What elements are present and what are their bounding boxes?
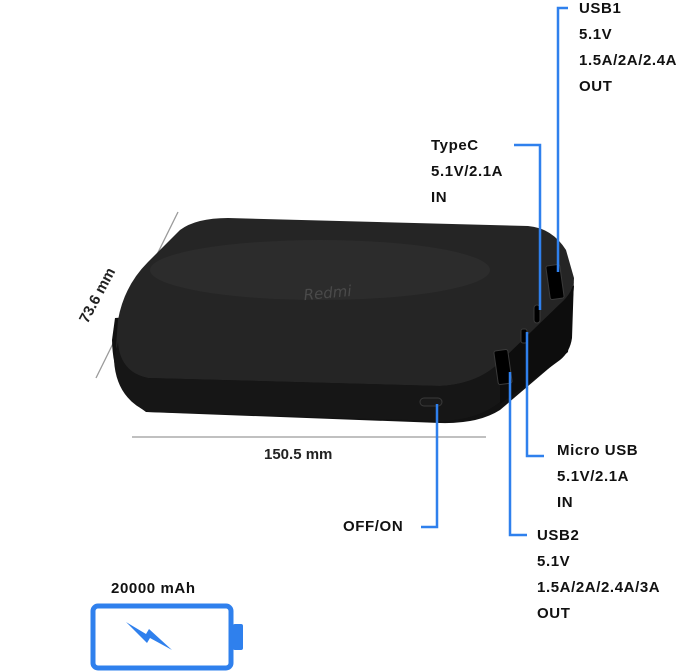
- power-callout: OFF/ON: [343, 514, 403, 540]
- typec-name: TypeC: [431, 137, 479, 154]
- usb1-callout: USB1 5.1V 1.5A/2A/2.4A OUT: [579, 0, 677, 100]
- leader-lines: [421, 6, 568, 537]
- usb2-voltage: 5.1V: [537, 553, 571, 570]
- redmi-logo: Redmi: [303, 282, 353, 304]
- battery-icon: [90, 603, 243, 671]
- power-bank-side-face: [500, 278, 574, 404]
- usb2-callout: USB2 5.1V 1.5A/2A/2.4A/3A OUT: [537, 523, 660, 627]
- usb2-port: [493, 348, 513, 386]
- power-label: OFF/ON: [343, 518, 404, 535]
- power-button: [419, 397, 443, 407]
- micro-usb-leader: [525, 332, 544, 458]
- micro-usb-callout: Micro USB 5.1V/2.1A IN: [557, 438, 638, 516]
- usb2-leader: [508, 372, 527, 537]
- typec-callout: TypeC 5.1V/2.1A IN: [431, 133, 503, 211]
- usb2-direction: OUT: [537, 605, 571, 622]
- usb2-current: 1.5A/2A/2.4A/3A: [537, 579, 661, 596]
- usb1-name: USB1: [579, 0, 622, 17]
- power-bank: Redmi: [112, 218, 574, 424]
- top-sheen: [150, 240, 490, 300]
- micro-usb-direction: IN: [557, 494, 574, 511]
- typec-direction: IN: [431, 189, 448, 206]
- usb1-leader: [556, 6, 568, 272]
- capacity-label: 20000 mAh: [111, 580, 196, 597]
- usb1-current: 1.5A/2A/2.4A: [579, 52, 677, 69]
- usb1-voltage: 5.1V: [579, 26, 613, 43]
- usb1-port: [545, 263, 565, 301]
- typec-leader: [514, 143, 542, 310]
- lightning-bolt-icon: [126, 622, 172, 650]
- micro-usb-name: Micro USB: [557, 442, 639, 459]
- usb2-name: USB2: [537, 527, 580, 544]
- width-label: 150.5 mm: [264, 446, 333, 463]
- usb1-direction: OUT: [579, 78, 613, 95]
- power-leader: [421, 404, 439, 529]
- power-bank-front-face: [114, 342, 500, 421]
- micro-usb-spec: 5.1V/2.1A: [557, 468, 630, 485]
- typec-spec: 5.1V/2.1A: [431, 163, 504, 180]
- typec-port: [533, 304, 541, 324]
